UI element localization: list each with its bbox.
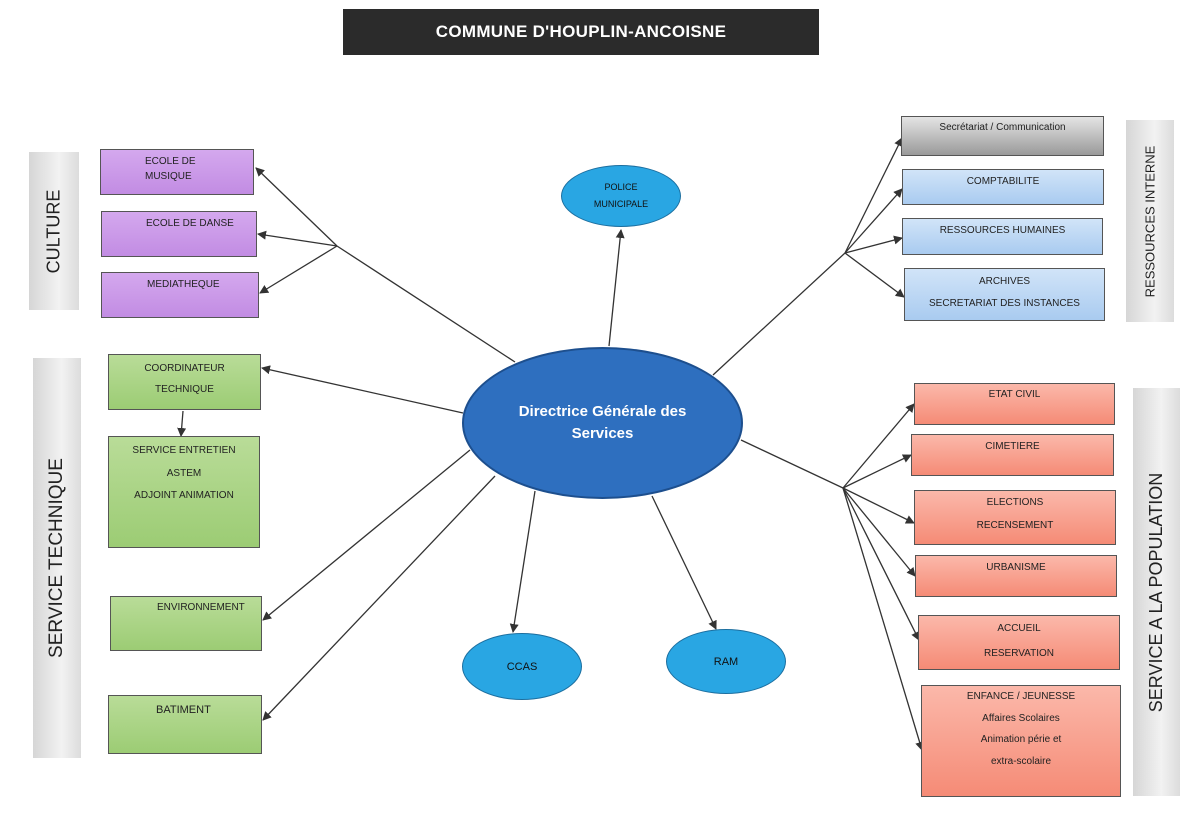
band-service-population: SERVICE A LA POPULATION <box>1133 388 1180 796</box>
ecole-musique-line2: MUSIQUE <box>145 170 192 182</box>
arrow-service-entretien <box>177 410 187 437</box>
central-node-directrice: Directrice Générale des Services <box>462 347 743 499</box>
arrow-rh <box>844 235 903 254</box>
box-enfance-jeunesse: ENFANCE / JEUNESSE Affaires Scolaires An… <box>921 685 1121 797</box>
band-service-technique: SERVICE TECHNIQUE <box>33 358 81 758</box>
arrow-ecole-musique <box>255 167 338 247</box>
batiment-label: BATIMENT <box>156 704 211 716</box>
elections-line1: ELECTIONS <box>986 497 1044 508</box>
rh-label: RESSOURCES HUMAINES <box>939 225 1066 236</box>
enfance-line1: ENFANCE / JEUNESSE <box>966 691 1076 702</box>
line-center-population-hub <box>740 439 844 489</box>
band-ressources-interne-label: RESSOURCES INTERNE <box>1142 145 1158 297</box>
box-elections: ELECTIONS RECENSEMENT <box>914 490 1116 545</box>
box-coordinateur-technique: COORDINATEUR TECHNIQUE <box>108 354 261 410</box>
enfance-line2: Affaires Scolaires <box>982 712 1060 724</box>
page-title: COMMUNE D'HOUPLIN-ANCOISNE <box>343 9 819 55</box>
archives-line1: ARCHIVES <box>978 276 1031 287</box>
box-comptabilite: COMPTABILITE <box>902 169 1104 205</box>
box-mediatheque: MEDIATHEQUE <box>101 272 259 318</box>
box-ecole-musique: ECOLE DE MUSIQUE <box>100 149 254 195</box>
ellipse-ram: RAM <box>666 629 786 694</box>
arrow-ram <box>651 495 717 630</box>
ccas-label: CCAS <box>506 660 538 673</box>
box-archives: ARCHIVES SECRETARIAT DES INSTANCES <box>904 268 1105 321</box>
coordinateur-line1: COORDINATEUR <box>144 363 225 374</box>
box-batiment: BATIMENT <box>108 695 262 754</box>
arrow-batiment <box>262 475 496 721</box>
archives-line2: SECRETARIAT DES INSTANCES <box>929 297 1080 309</box>
band-service-technique-label: SERVICE TECHNIQUE <box>46 458 67 658</box>
box-etat-civil: ETAT CIVIL <box>914 383 1115 425</box>
arrow-cimetiere <box>842 454 912 489</box>
box-environnement: ENVIRONNEMENT <box>110 596 262 651</box>
band-ressources-interne: RESSOURCES INTERNE <box>1126 120 1174 322</box>
elections-line2: RECENSEMENT <box>976 519 1054 531</box>
arrow-secretariat <box>844 137 903 254</box>
arrow-archives <box>844 252 905 298</box>
line-center-ressources-hub <box>712 252 846 376</box>
band-culture-label: CULTURE <box>43 189 64 273</box>
urbanisme-label: URBANISME <box>986 562 1046 573</box>
secretariat-label: Secrétariat / Communication <box>939 122 1066 133</box>
entretien-line1: SERVICE ENTRETIEN <box>132 445 236 456</box>
arrow-enfance <box>842 487 924 751</box>
ram-label: RAM <box>713 655 739 668</box>
enfance-line3: Animation périe et <box>980 734 1062 745</box>
box-ecole-danse: ECOLE DE DANSE <box>101 211 257 257</box>
ellipse-police-municipale: POLICE MUNICIPALE <box>561 165 681 227</box>
arrow-etat-civil <box>842 403 915 489</box>
ecole-musique-line1: ECOLE DE <box>145 156 196 167</box>
band-service-population-label: SERVICE A LA POPULATION <box>1146 472 1166 712</box>
accueil-line2: RESERVATION <box>983 647 1054 659</box>
entretien-line3: ADJOINT ANIMATION <box>134 490 234 501</box>
police-line2: MUNICIPALE <box>593 199 649 209</box>
mediatheque-label: MEDIATHEQUE <box>147 279 220 290</box>
enfance-line4: extra-scolaire <box>990 755 1052 767</box>
box-urbanisme: URBANISME <box>915 555 1117 597</box>
box-service-entretien: SERVICE ENTRETIEN ASTEM ADJOINT ANIMATIO… <box>108 436 260 548</box>
ellipse-ccas: CCAS <box>462 633 582 700</box>
arrow-elections <box>842 487 915 524</box>
entretien-line2: ASTEM <box>166 467 202 479</box>
arrow-coordinateur <box>261 365 464 414</box>
box-secretariat-communication: Secrétariat / Communication <box>901 116 1104 156</box>
ecole-danse-label: ECOLE DE DANSE <box>146 218 234 229</box>
arrow-mediatheque <box>259 245 338 294</box>
arrow-environnement <box>262 449 471 621</box>
box-ressources-humaines: RESSOURCES HUMAINES <box>902 218 1103 255</box>
box-cimetiere: CIMETIERE <box>911 434 1114 476</box>
cimetiere-label: CIMETIERE <box>985 441 1040 452</box>
comptabilite-label: COMPTABILITE <box>966 176 1040 187</box>
accueil-line1: ACCUEIL <box>997 623 1041 634</box>
arrow-comptabilite <box>844 188 903 254</box>
arrow-police <box>608 229 625 347</box>
environnement-label: ENVIRONNEMENT <box>157 602 245 613</box>
coordinateur-line2: TECHNIQUE <box>155 383 214 395</box>
box-accueil: ACCUEIL RESERVATION <box>918 615 1120 670</box>
central-node-label: Directrice Générale des Services <box>518 402 687 443</box>
police-line1: POLICE <box>604 181 638 192</box>
arrow-ecole-danse <box>257 230 338 247</box>
arrow-urbanisme <box>842 487 916 577</box>
band-culture: CULTURE <box>29 152 79 310</box>
arrow-ccas <box>509 490 536 633</box>
etat-civil-label: ETAT CIVIL <box>988 389 1041 400</box>
line-center-culture-hub <box>336 245 516 363</box>
arrow-accueil <box>842 487 920 641</box>
